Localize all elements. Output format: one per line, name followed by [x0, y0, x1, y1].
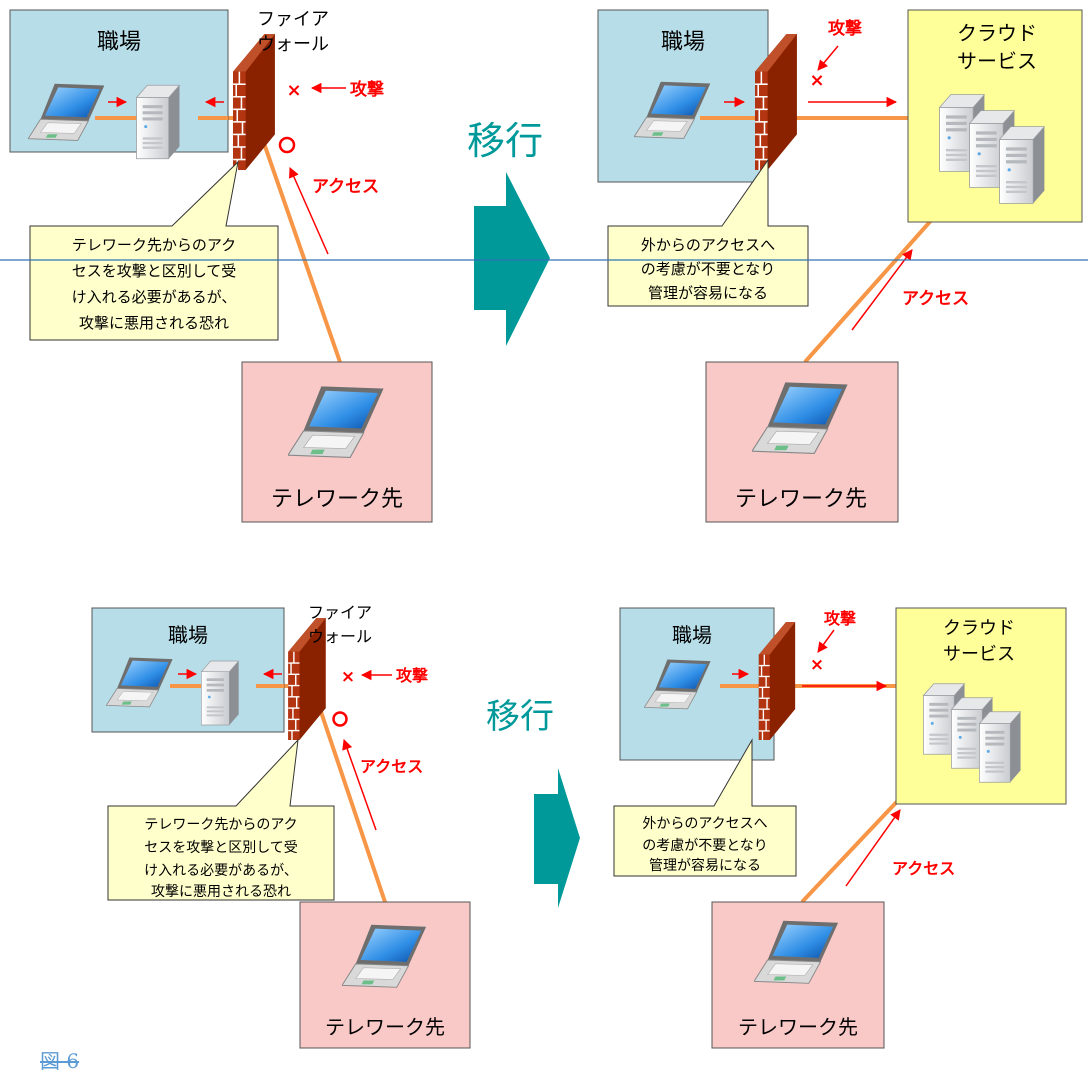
access-arrow-after-2	[845, 809, 901, 887]
cloud-label-2: サービス	[957, 49, 1037, 73]
access-label: アクセス	[312, 177, 379, 197]
callout-after-line-2-2: の考慮が不要となり	[642, 838, 768, 854]
callout-box-after-2	[613, 738, 797, 877]
transition-label-2: 移行	[486, 697, 554, 737]
cloud-label-2-2: サービス	[943, 644, 1015, 665]
allowed-circle-icon-2	[332, 711, 348, 727]
diagram-1: 職場 ファイア ウォール × 攻撃 アクセス テレワーク先からのアク セスを攻撃…	[0, 9, 1088, 523]
cloud-server-icon-2-3	[979, 711, 1021, 783]
firewall-label-2-1: ファイア	[308, 603, 372, 622]
blocked-x-icon-2: ×	[341, 667, 355, 687]
callout-line-2: セスを攻撃と区別して受	[72, 262, 237, 280]
callout-line-2-3: け入れる必要があるが、	[144, 863, 298, 879]
access-arrow	[289, 167, 329, 255]
access-label-2: アクセス	[360, 757, 423, 776]
access-arrow-after	[851, 249, 913, 331]
diagram-2: 職場 ファイア ウォール × 攻撃 アクセス テレワーク先からのアク セスを攻撃…	[91, 603, 1067, 1049]
figure-caption: 図 6	[40, 1049, 80, 1073]
workplace-label-2: 職場	[168, 623, 208, 647]
attack-label-2: 攻撃	[396, 666, 428, 685]
link-firewall-telework	[256, 125, 342, 363]
attack-label-after: 攻撃	[828, 18, 862, 39]
callout-box-2	[107, 738, 335, 901]
firewall-label-2-2: ウォール	[308, 627, 372, 646]
workplace-label: 職場	[97, 30, 141, 55]
attack-label: 攻撃	[350, 79, 384, 100]
link-firewall-telework-2	[313, 693, 387, 903]
cloud-server-icon-3	[999, 126, 1045, 204]
callout-after-line-2-1: 外からのアクセスへ	[642, 816, 767, 832]
transition-arrow-icon-2	[534, 768, 580, 908]
callout-box-after	[607, 158, 809, 307]
callout-line-1: テレワーク先からのアク	[72, 236, 236, 254]
callout-after-line-1: 外からのアクセスへ	[641, 236, 775, 254]
cloud-label-2-1: クラウド	[943, 618, 1015, 639]
access-label-after: アクセス	[902, 289, 969, 309]
transition-label: 移行	[467, 119, 543, 163]
cloud-label-1: クラウド	[957, 21, 1037, 45]
callout-after-line-2: の考慮が不要となり	[641, 260, 776, 278]
callout-after-line-2-3: 管理が容易になる	[649, 857, 761, 874]
telework-label-after-2: テレワーク先	[738, 1015, 858, 1039]
attack-arrow-after	[817, 45, 839, 71]
telework-label: テレワーク先	[271, 487, 403, 512]
access-label-after-2: アクセス	[892, 859, 955, 878]
attack-arrow-after-2	[817, 629, 835, 653]
callout-line-3: け入れる必要があるが、	[72, 288, 237, 306]
workplace-server-icon	[136, 84, 180, 160]
callout-after-line-3: 管理が容易になる	[648, 284, 768, 302]
callout-box	[29, 160, 279, 341]
blocked-x-icon-after: ×	[809, 70, 824, 91]
callout-line-2-2: セスを攻撃と区別して受	[144, 840, 298, 856]
callout-line-2-1: テレワーク先からのアク	[144, 817, 297, 833]
telework-label-after: テレワーク先	[735, 487, 867, 512]
callout-line-2-4: 攻撃に悪用される恐れ	[151, 884, 291, 900]
callout-line-4: 攻撃に悪用される恐れ	[79, 314, 229, 332]
workplace-server-icon-2	[200, 660, 240, 726]
allowed-circle-icon	[278, 136, 296, 154]
attack-label-after-2: 攻撃	[824, 609, 856, 628]
access-arrow-2	[342, 739, 377, 831]
blocked-x-icon-after-2: ×	[810, 655, 824, 675]
blocked-x-icon: ×	[286, 80, 301, 101]
transition-arrow-icon	[474, 172, 550, 346]
workplace-label-after: 職場	[661, 30, 705, 55]
workplace-label-after-2: 職場	[672, 623, 712, 647]
firewall-label-1: ファイア	[257, 9, 329, 30]
firewall-label-2: ウォール	[257, 34, 329, 55]
telework-label-2: テレワーク先	[325, 1015, 445, 1039]
